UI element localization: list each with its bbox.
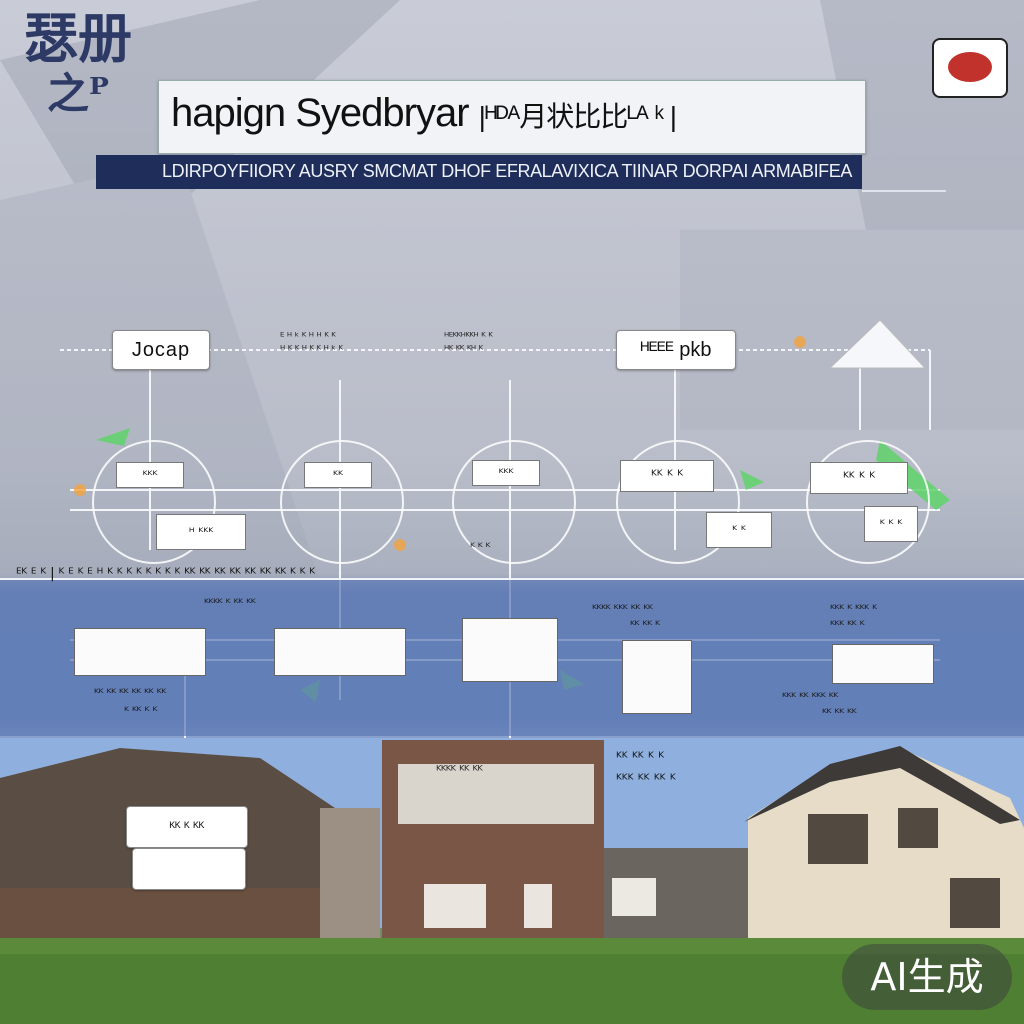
node-card-2: ᴷᴷ — [304, 462, 372, 488]
circle-node-5 — [806, 440, 930, 564]
sub-card-2: ᴷ ᴷ — [706, 512, 772, 548]
logo-glyph-bottom: 之ᴾ — [47, 69, 109, 118]
band-label-left-3: ᴷ ᴷᴷ ᴷ ᴷ — [124, 704, 158, 718]
logo-mark: 瑟册 之ᴾ — [18, 10, 138, 130]
house-sign-left: ᴷᴷ ᴷ ᴷᴷ — [126, 806, 248, 848]
subtitle: LDIRPOYFIIORY AUSRY SMCMAT DHOF EFRALAVI… — [162, 161, 852, 181]
band-card-5 — [832, 644, 934, 684]
subtitle-bar: LDIRPOYFIIORY AUSRY SMCMAT DHOF EFRALAVI… — [96, 155, 862, 189]
caption-b: ᴴᴱᴷᴷᴴᴷᴷᴴ ᴷ ᴷ ᴴᴷ ᴷᴷ ᴷᴴ ᴷ — [444, 330, 493, 356]
band-divider — [0, 578, 1024, 580]
title-suffix: |ᴴᴰᴬ月状比比ᴸᴬ ᵏ | — [478, 101, 677, 132]
band-card-4 — [622, 640, 692, 714]
sub-card-1: ᴴ ᴷᴷᴷ — [156, 514, 246, 550]
caption-a: ᴱ ᴴ ᵏ ᴷ ᴴ ᴴ ᴷ ᴷ ᴴ ᴷ ᴷ ᴴ ᴷ ᴷ ᴴ ᵏ ᴷ — [280, 330, 343, 356]
node-card-1: ᴷᴷᴷ — [116, 462, 184, 488]
node-card-5: ᴷᴷ ᴷ ᴷ — [810, 462, 908, 494]
subtitle-underline — [862, 190, 946, 192]
circle-node-4 — [616, 440, 740, 564]
page-title: hapign Syedbryar |ᴴᴰᴬ月状比比ᴸᴬ ᵏ | — [171, 91, 677, 136]
house-sign-mid-1: ᴷᴷ ᴷᴷ ᴷ ᴷ — [616, 750, 665, 766]
house-sign-mid-2: ᴷᴷᴷ ᴷᴷ ᴷᴷ ᴷ — [616, 772, 676, 788]
caption-a-line-2: ᴴ ᴷ ᴷ ᴴ ᴷ ᴷ ᴴ ᵏ ᴷ — [280, 343, 343, 356]
caption-b-line-2: ᴴᴷ ᴷᴷ ᴷᴴ ᴷ — [444, 343, 483, 356]
node-label-left: Jocap — [112, 330, 210, 370]
logo-glyph-top: 瑟册 — [24, 6, 132, 70]
band-label-left-2: ᴷᴷ ᴷᴷ ᴷᴷ ᴷᴷ ᴷᴷ ᴷᴷ — [94, 686, 166, 700]
sub-card-3: ᴷ ᴷ ᴷ — [864, 506, 918, 542]
band-label-right-1: ᴷᴷᴷᴷ ᴷᴷᴷ ᴷᴷ ᴷᴷ — [592, 602, 653, 616]
circle-node-1 — [92, 440, 216, 564]
node-card-3: ᴷᴷᴷ — [472, 460, 540, 486]
house-roof-sign: ᴷᴷᴷᴷ ᴷᴷ ᴷᴷ — [436, 764, 483, 779]
node-label-right: ᴴᴱᴱᴱ pkb — [616, 330, 736, 370]
node-card-4: ᴷᴷ ᴷ ᴷ — [620, 460, 714, 492]
title-panel: hapign Syedbryar |ᴴᴰᴬ月状比比ᴸᴬ ᵏ | — [158, 80, 866, 154]
corner-mascot-icon — [932, 38, 1008, 98]
band-card-1 — [74, 628, 206, 676]
band-label-right-3: ᴷᴷᴷ ᴷ ᴷᴷᴷ ᴷ — [830, 602, 877, 616]
caption-a-line-1: ᴱ ᴴ ᵏ ᴷ ᴴ ᴴ ᴷ ᴷ — [280, 330, 336, 343]
circle-node-3 — [452, 440, 576, 564]
band-label-bottom-1: ᴷᴷᴷ ᴷᴷ ᴷᴷᴷ ᴷᴷ — [782, 690, 838, 704]
band-label-bottom-2: ᴷᴷ ᴷᴷ ᴷᴷ — [822, 706, 857, 720]
band-caption: ᴱᴷ ᴱ ᴷ | ᴷ ᴱ ᴷ ᴱ ᴴ ᴷ ᴷ ᴷ ᴷ ᴷ ᴷ ᴷ ᴷ ᴷᴷ ᴷᴷ… — [16, 566, 315, 582]
house-sign-blank — [132, 848, 246, 890]
band-label-left-1: ᴷᴷᴷᴷ ᴷ ᴷᴷ ᴷᴷ — [204, 596, 256, 610]
band-label-right-4: ᴷᴷᴷ ᴷᴷ ᴷ — [830, 618, 865, 632]
ai-generated-watermark: AI生成 — [842, 944, 1012, 1010]
band-label-right-2: ᴷᴷ ᴷᴷ ᴷ — [630, 618, 660, 632]
caption-b-line-1: ᴴᴱᴷᴷᴴᴷᴷᴴ ᴷ ᴷ — [444, 330, 493, 343]
band-card-3 — [462, 618, 558, 682]
band-card-2 — [274, 628, 406, 676]
title-main: hapign Syedbryar — [171, 91, 470, 135]
circle-node-2 — [280, 440, 404, 564]
sub-caption-mid: ᴷ ᴷ ᴷ — [470, 540, 491, 554]
